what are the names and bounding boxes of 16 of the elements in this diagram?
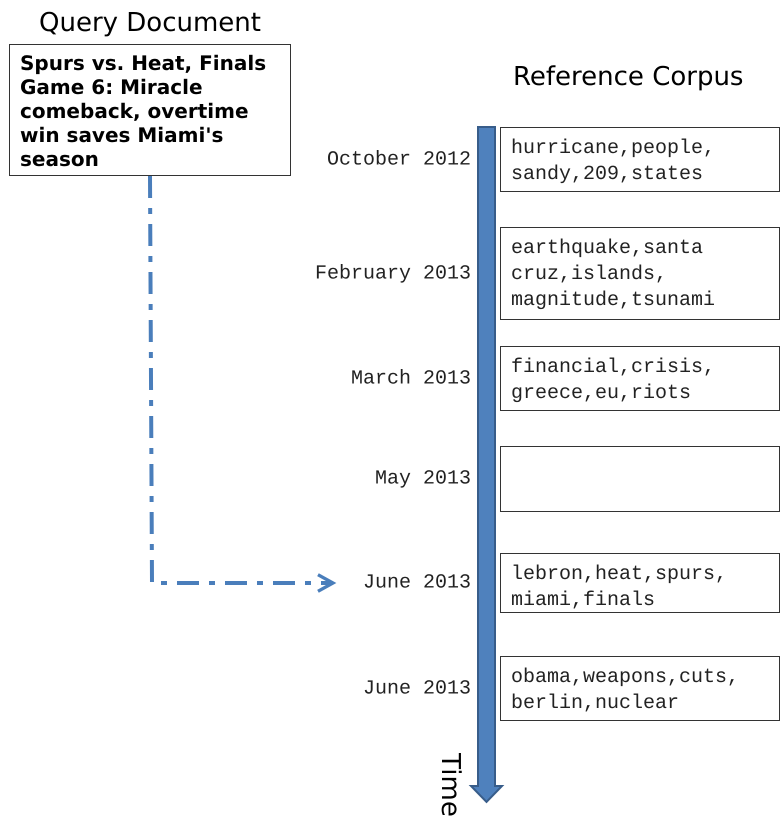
date-label: October 2012 (326, 148, 471, 171)
keyword-list: hurricane,people, sandy,209,states (511, 136, 769, 188)
keyword-list: obama,weapons,cuts, berlin,nuclear (511, 665, 769, 717)
axis-label: Time (434, 753, 465, 817)
date-label: May 2013 (374, 468, 471, 490)
keyword-list: earthquake,santa cruz,islands, magnitude,tsunami (511, 236, 769, 314)
document-box: Spurs vs. Heat, Finals Game 6: Miracle comeback, overtime win saves Miami's season (9, 44, 291, 176)
section-heading: Reference Corpus (513, 62, 744, 92)
keyword-list: financial,crisis, greece,eu,riots (511, 355, 769, 407)
section-heading: Query Document (39, 8, 261, 38)
date-label: February 2013 (314, 262, 471, 285)
keyword-list: lebron,heat,spurs, miami,finals (511, 562, 769, 614)
date-label: March 2013 (350, 367, 471, 390)
date-label: June 2013 (362, 572, 471, 594)
date-label: June 2013 (362, 677, 471, 700)
arrow (148, 176, 335, 593)
